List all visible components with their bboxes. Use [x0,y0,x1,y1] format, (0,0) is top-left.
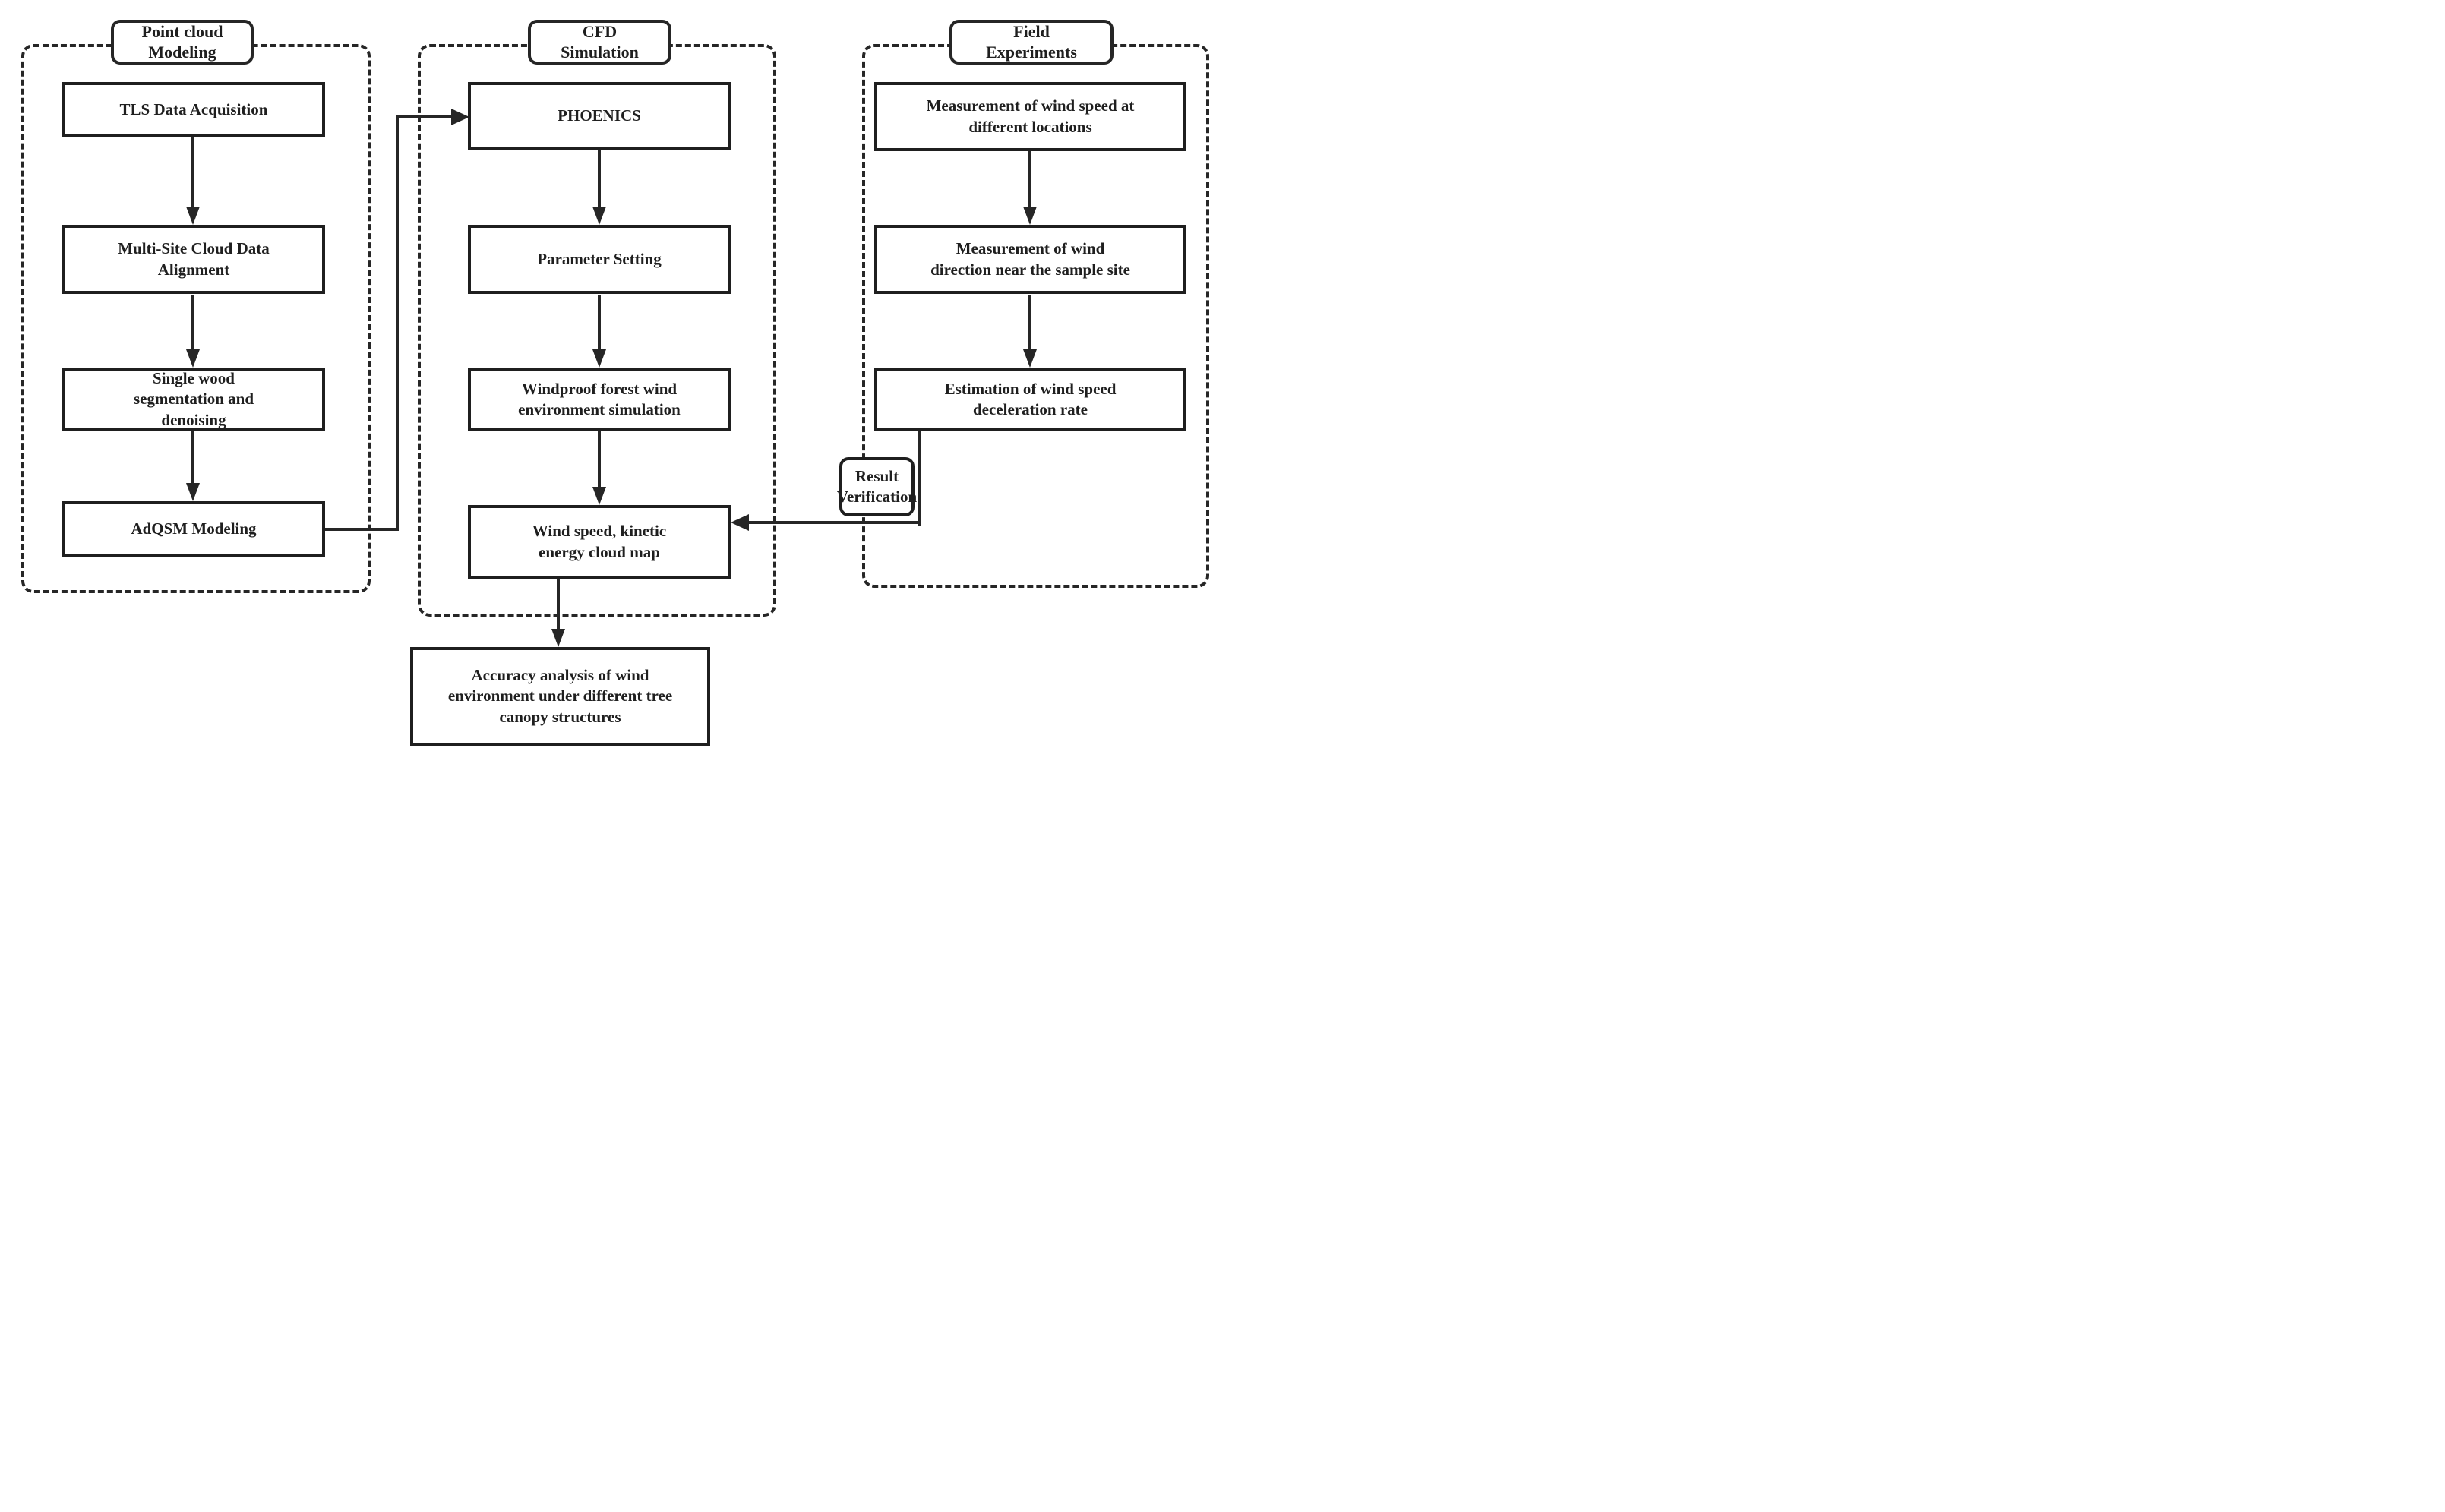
arrowhead-windspeedmeas-to-winddirection [1023,207,1037,225]
arrow-line-tls-to-multisite [191,137,194,208]
connector-adqsm-horizontal [325,528,399,531]
arrowhead-singlewood-to-adqsm [186,483,200,501]
node-measurement-wind-direction-sample-site: Measurement of wind direction near the s… [874,225,1186,294]
connector-estimation-horizontal [747,521,921,524]
arrowhead-windproof-to-windspeed [592,487,606,505]
node-parameter-setting: Parameter Setting [468,225,731,294]
node-phoenics: PHOENICS [468,82,731,150]
arrow-line-windspeed-to-accuracy [557,579,560,630]
arrow-line-windspeedmeas-to-winddirection [1028,151,1031,208]
arrowhead-into-phoenics [451,109,469,125]
node-windproof-forest-wind-environment-simulation: Windproof forest wind environment simula… [468,368,731,431]
node-tls-data-acquisition: TLS Data Acquisition [62,82,325,137]
connector-adqsm-vertical [396,115,399,531]
flowchart-canvas: Point cloud Modeling CFD Simulation Fiel… [0,0,1223,756]
group-title-point-cloud-modeling: Point cloud Modeling [111,20,254,65]
arrowhead-tls-to-multisite [186,207,200,225]
arrow-line-parameter-to-windproof [598,295,601,351]
node-measurement-wind-speed-locations: Measurement of wind speed at different l… [874,82,1186,151]
arrow-line-windproof-to-windspeed [598,431,601,488]
node-multi-site-cloud-data-alignment: Multi-Site Cloud Data Alignment [62,225,325,294]
arrowhead-into-windspeed-map [731,514,749,531]
arrowhead-phoenics-to-parameter [592,207,606,225]
arrowhead-parameter-to-windproof [592,349,606,368]
arrow-line-winddirection-to-estimation [1028,295,1031,351]
node-estimation-wind-speed-deceleration-rate: Estimation of wind speed deceleration ra… [874,368,1186,431]
connector-adqsm-to-phoenics [396,115,453,118]
arrow-line-singlewood-to-adqsm [191,431,194,485]
node-accuracy-analysis: Accuracy analysis of wind environment un… [410,647,710,746]
group-title-field-experiments: Field Experiments [949,20,1114,65]
connector-estimation-vertical [918,431,921,526]
group-title-cfd-simulation: CFD Simulation [528,20,671,65]
arrowhead-multisite-to-singlewood [186,349,200,368]
arrow-line-multisite-to-singlewood [191,295,194,351]
node-single-wood-segmentation-denoising: Single wood segmentation and denoising [62,368,325,431]
arrowhead-windspeed-to-accuracy [551,629,565,647]
node-adqsm-modeling: AdQSM Modeling [62,501,325,557]
arrowhead-winddirection-to-estimation [1023,349,1037,368]
node-result-verification: Result Verification [837,457,917,516]
node-wind-speed-kinetic-energy-cloud-map: Wind speed, kinetic energy cloud map [468,505,731,579]
arrow-line-phoenics-to-parameter [598,150,601,208]
